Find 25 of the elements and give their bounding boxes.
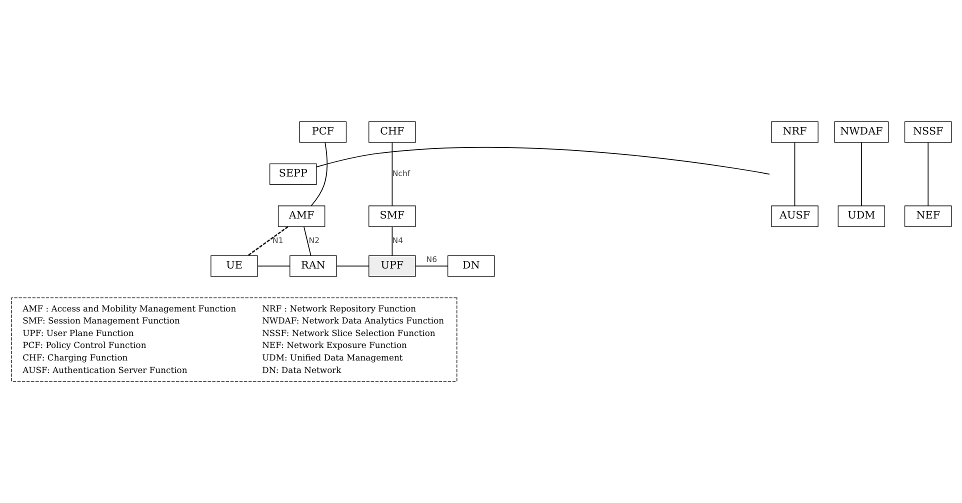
connector xyxy=(310,142,327,206)
node-box: NEF xyxy=(904,206,952,227)
connector xyxy=(246,226,288,256)
connector xyxy=(316,147,770,175)
node-box: NRF xyxy=(770,121,818,143)
node-box: SEPP xyxy=(269,163,316,185)
connector xyxy=(860,142,862,206)
connector xyxy=(391,142,392,206)
node-box: SMF xyxy=(368,206,416,227)
connector xyxy=(303,226,311,256)
node-box: NSSF xyxy=(904,121,952,143)
node-box: CHF xyxy=(368,121,416,143)
node-box: NWDAF xyxy=(834,121,888,143)
node-box: PCF xyxy=(298,121,346,143)
node-box: AMF : Access and Mobility Management Function NRF : Network Repository Function SMF: Session Management Function NWDAF: Network Data Analytics Function UPF: User Plane Function NSSF: Network Slice Selection Function PCF: Policy Control Function NEF: Network Exposure Function CHF: Charging Function UDM: Unified Data Management AUSF: Authentication Server Function DN: Data Network xyxy=(10,297,457,382)
connector xyxy=(927,142,928,206)
node-box: UPF xyxy=(368,255,416,277)
node-box: AUSF xyxy=(770,206,818,227)
connector xyxy=(391,226,392,256)
node-box: DN xyxy=(447,255,494,277)
node-box: UDM xyxy=(837,206,885,227)
node-box: AMF xyxy=(277,206,325,227)
connector xyxy=(794,142,795,206)
node-box: UE xyxy=(210,255,258,277)
node-box: RAN xyxy=(289,255,336,277)
